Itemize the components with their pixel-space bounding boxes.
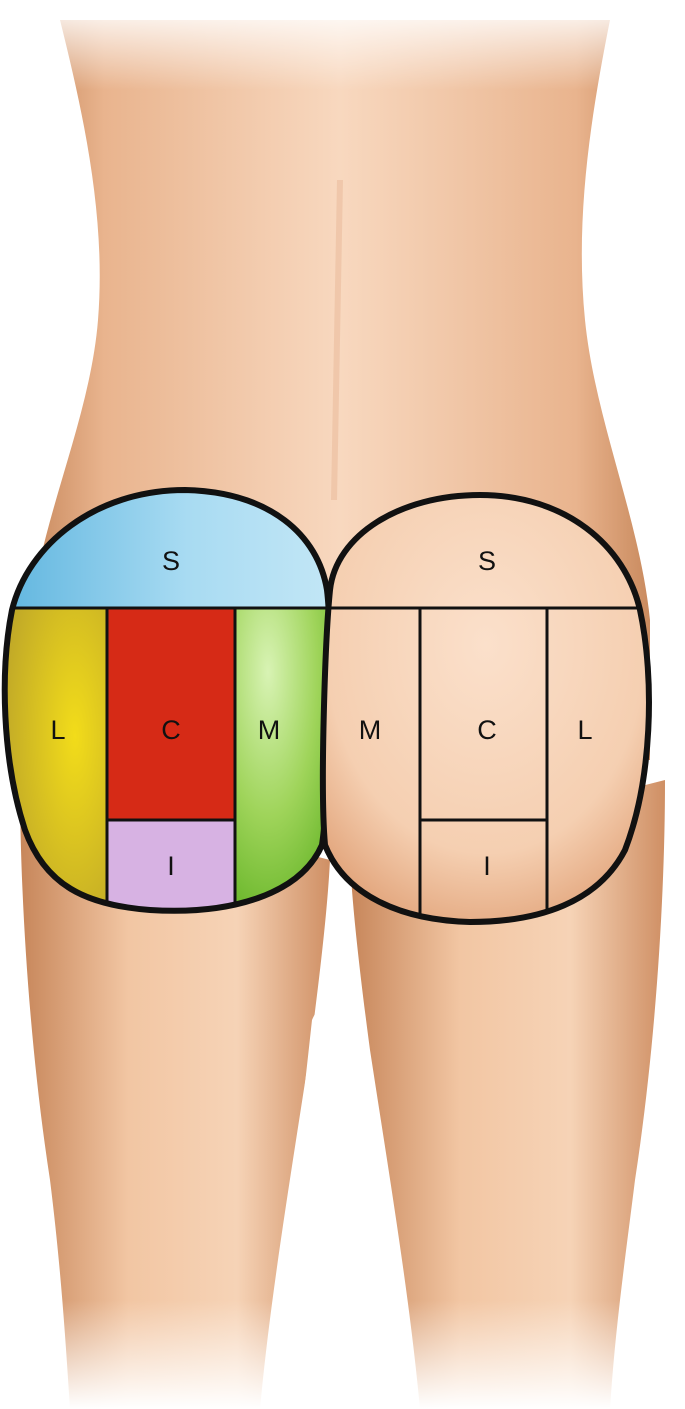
right-label-central: C [477, 715, 497, 745]
left-label-medial: M [258, 715, 281, 745]
right-label-lateral: L [577, 715, 592, 745]
left-leg [20, 780, 330, 1409]
right-leg [350, 780, 665, 1409]
left-zone-inferior [107, 820, 235, 911]
left-label-lateral: L [50, 715, 65, 745]
left-label-inferior: I [167, 851, 175, 881]
left-buttock: S L C M I [1, 486, 334, 914]
right-label-superior: S [478, 546, 496, 576]
left-label-superior: S [162, 546, 180, 576]
right-buttock: S M C L I [319, 491, 652, 926]
right-label-medial: M [359, 715, 382, 745]
left-zone-central [107, 608, 235, 820]
right-buttock-outline [319, 491, 652, 926]
left-label-central: C [161, 715, 181, 745]
spine-shading [331, 179, 343, 501]
right-label-inferior: I [483, 851, 491, 881]
right-buttock-fill [322, 495, 649, 922]
